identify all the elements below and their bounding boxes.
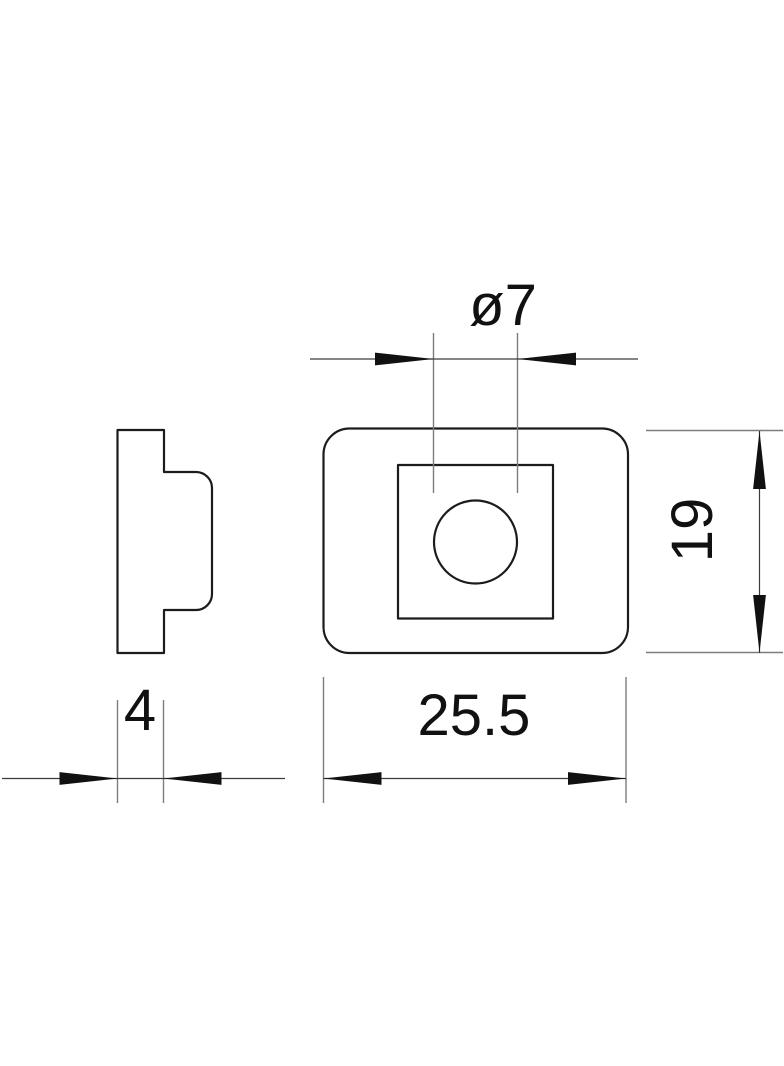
front-view bbox=[322, 427, 630, 655]
dimension-width: 25.5 bbox=[322, 677, 627, 803]
arrowhead-right bbox=[163, 772, 222, 785]
side-profile-outline bbox=[116, 428, 214, 655]
arrowhead-left bbox=[59, 772, 118, 785]
dimension-hole-diameter: ø7 bbox=[310, 273, 638, 493]
arrowhead-left bbox=[323, 772, 382, 785]
arrowhead-right bbox=[568, 772, 626, 785]
dimension-label-height: 19 bbox=[660, 498, 725, 563]
dimension-label-thickness: 4 bbox=[124, 678, 156, 743]
arrowhead-down bbox=[753, 595, 766, 653]
dimension-thickness: 4 bbox=[2, 678, 285, 803]
front-hole bbox=[432, 499, 519, 585]
arrowhead-right bbox=[517, 352, 576, 366]
arrowhead-up bbox=[753, 431, 766, 489]
dimension-label-hole-diameter: ø7 bbox=[469, 273, 537, 338]
arrowhead-left bbox=[375, 352, 434, 366]
dimension-label-width: 25.5 bbox=[418, 683, 531, 748]
front-inner-square bbox=[396, 463, 555, 620]
dimension-height: 19 bbox=[646, 429, 783, 654]
front-outline bbox=[322, 427, 630, 655]
side-profile-view bbox=[116, 428, 214, 655]
